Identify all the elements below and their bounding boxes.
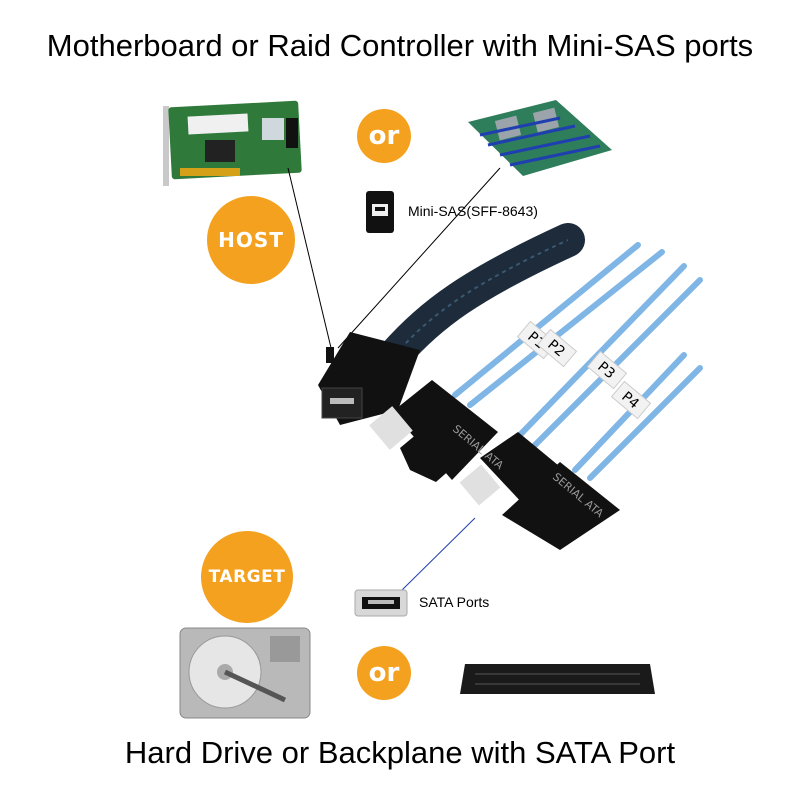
mini-sas-connector <box>318 332 420 425</box>
target-badge: TARGET <box>201 531 293 623</box>
pointer-line-motherboard <box>337 167 501 349</box>
pointer-line-raid <box>287 167 333 353</box>
host-badge: HOST <box>207 196 295 284</box>
or-badge-bottom: or <box>357 646 411 700</box>
tag-p2-group: P2 <box>536 328 578 368</box>
sata-connector-2 <box>459 432 620 550</box>
pointer-line-sata <box>399 517 476 593</box>
motherboard-image <box>468 100 612 176</box>
sata-port-icon <box>354 589 408 617</box>
raid-controller-image <box>163 100 302 186</box>
bottom-title: Hard Drive or Backplane with SATA Port <box>124 735 676 770</box>
sata-ports-label: SATA Ports <box>419 594 490 610</box>
backplane-image <box>460 664 655 694</box>
tag-p4-group: P4 <box>610 380 652 420</box>
or-badge-top: or <box>357 109 411 163</box>
tag-p3-group: P3 <box>586 350 628 390</box>
hard-drive-image <box>179 627 311 719</box>
sata-connector-1 <box>369 380 498 482</box>
mini-sas-port-icon <box>366 191 394 233</box>
mini-sas-label: Mini-SAS(SFF-8643) <box>408 203 538 219</box>
top-title: Motherboard or Raid Controller with Mini… <box>46 28 754 63</box>
